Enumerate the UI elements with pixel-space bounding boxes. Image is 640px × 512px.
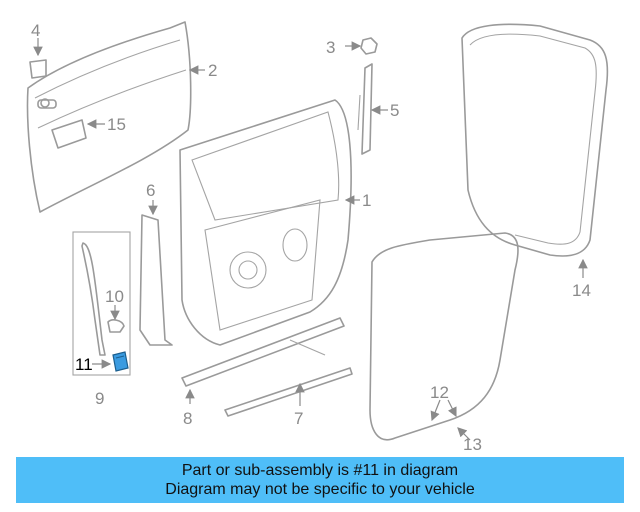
weatherstrip-part-14 (461, 23, 609, 257)
outer-door-panel-part-2 (26, 21, 192, 213)
belt-strip (81, 242, 106, 356)
callout-leaders (33, 38, 588, 441)
highlighted-clip-part-11[interactable] (112, 351, 129, 372)
clip-part-4 (29, 59, 47, 79)
callout-7: 7 (294, 409, 303, 428)
callout-12: 12 (430, 383, 449, 402)
callout-2: 2 (208, 61, 217, 80)
callout-1: 1 (362, 191, 371, 210)
callout-13: 13 (463, 435, 482, 454)
trim-plate-part-15 (51, 119, 87, 149)
callout-15: 15 (107, 115, 126, 134)
callout-10: 10 (105, 287, 124, 306)
sash-part-6 (139, 214, 173, 346)
info-banner: Part or sub-assembly is #11 in diagram D… (16, 457, 624, 503)
seal-strip-part-7 (224, 367, 353, 417)
banner-line-2: Diagram may not be specific to your vehi… (165, 481, 475, 498)
run-channel-part-8 (181, 317, 345, 387)
callout-8: 8 (183, 409, 192, 428)
door-seal-part-12 (369, 232, 519, 441)
callout-4: 4 (31, 21, 40, 40)
clip-part-10 (107, 319, 125, 333)
door-shell-part-1 (179, 99, 352, 346)
callout-14: 14 (572, 281, 591, 300)
callout-9: 9 (95, 389, 104, 408)
banner-line-1: Part or sub-assembly is #11 in diagram (181, 462, 459, 479)
group-box-part-9 (72, 231, 131, 376)
callout-5: 5 (390, 101, 399, 120)
parts-diagram: 4 2 3 5 1 6 15 10 11 9 8 7 14 12 13 (26, 21, 609, 454)
bolt-part-3 (360, 37, 378, 55)
callout-3: 3 (326, 38, 335, 57)
callout-11: 11 (75, 355, 93, 374)
channel-part-5 (357, 63, 373, 155)
callout-6: 6 (146, 181, 155, 200)
